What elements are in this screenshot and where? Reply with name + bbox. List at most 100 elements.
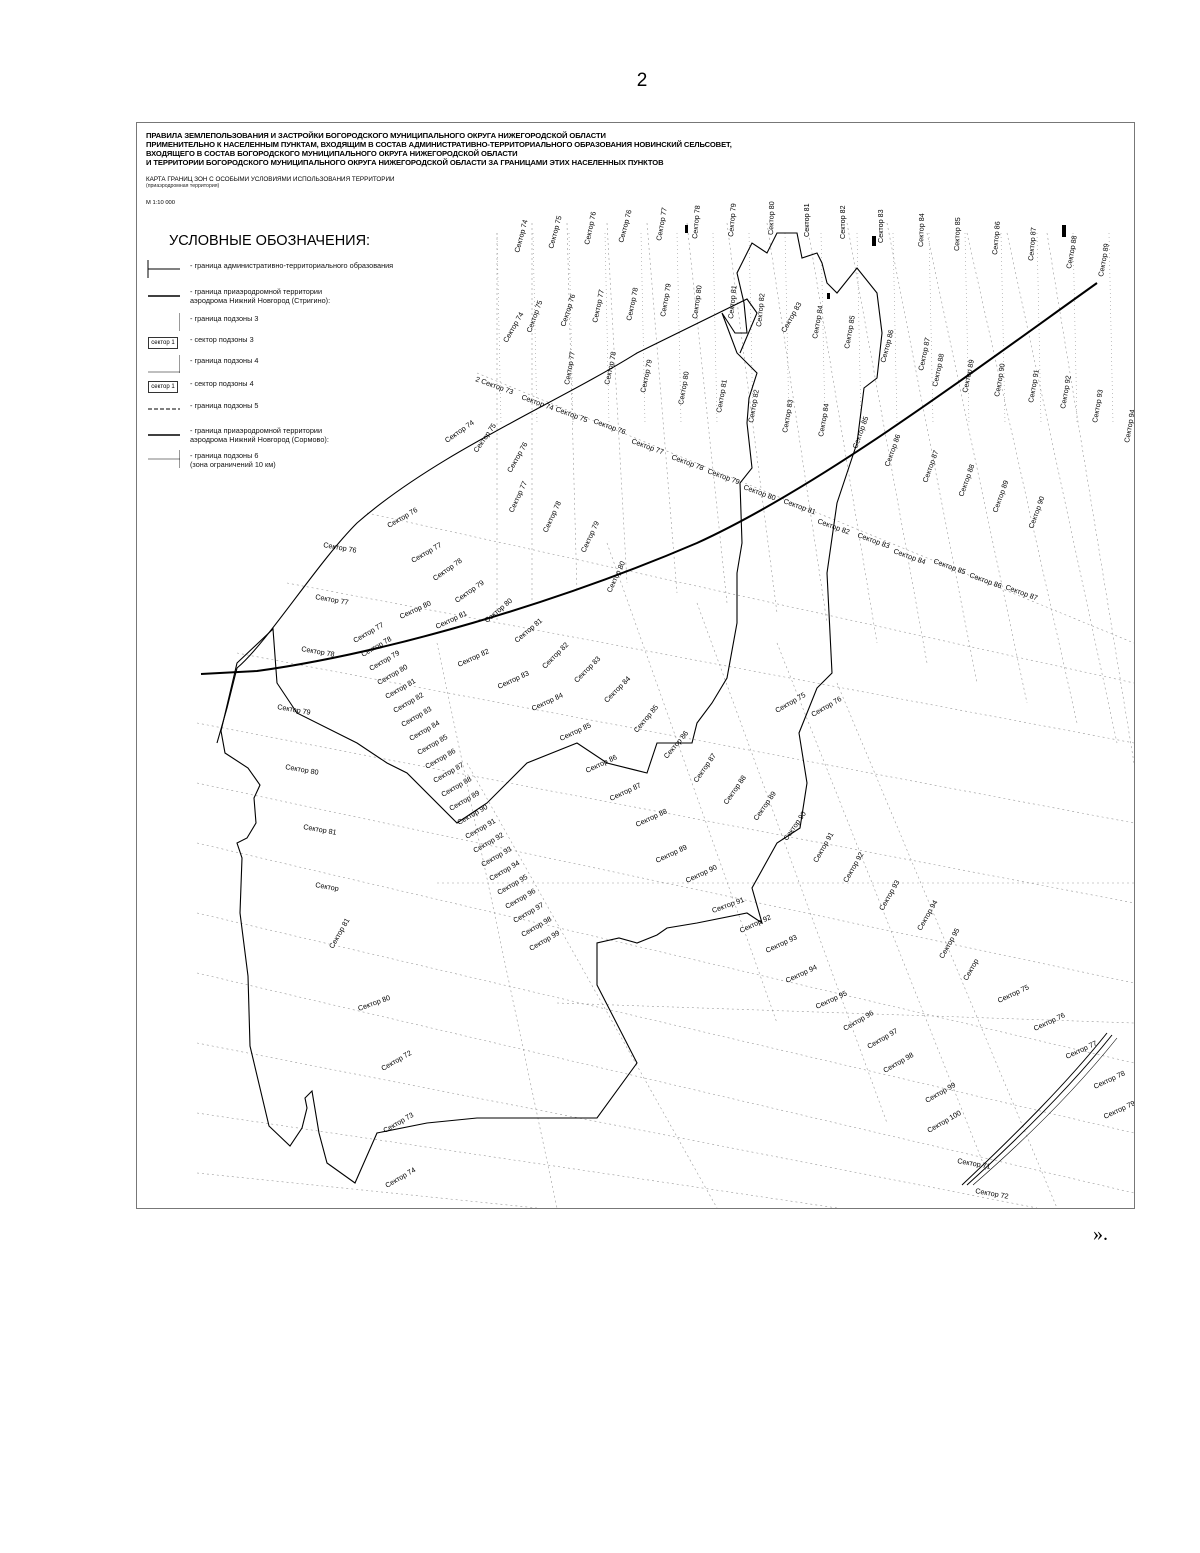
sector-guide-line bbox=[196, 1112, 838, 1208]
sector-label: Сектор 97 bbox=[866, 1026, 900, 1051]
sector-label: Сектор 78 bbox=[602, 351, 618, 386]
page-number: 2 bbox=[636, 70, 648, 91]
sector-label: Сектор 79 bbox=[277, 702, 312, 717]
legend-item-subzone-4-sector: сектор 1 - сектор подзоны 4 bbox=[146, 378, 476, 398]
legend-item-subzone-3-sector: сектор 1 - сектор подзоны 3 bbox=[146, 334, 476, 354]
sector-label: Сектор 88 bbox=[956, 463, 976, 498]
dashed-line-symbol-icon bbox=[148, 408, 180, 410]
sector-label: Сектор 80 bbox=[483, 596, 515, 625]
sector-label: Сектор 89 bbox=[960, 359, 976, 394]
thick-line-symbol-icon bbox=[148, 295, 180, 297]
sector-label: Сектор 77 bbox=[315, 592, 350, 607]
legend-text: - граница подзоны 4 bbox=[190, 356, 259, 365]
legend-text: - сектор подзоны 3 bbox=[190, 335, 254, 344]
legend-item-subzone-5-border: - граница подзоны 5 bbox=[146, 400, 476, 420]
sector-guide-line bbox=[640, 232, 646, 424]
sector-label: Сектор 80 bbox=[766, 201, 776, 235]
sector-label: Сектор 85 bbox=[842, 315, 857, 350]
sector-label: Сектор 94 bbox=[1122, 409, 1134, 444]
thin-bar-symbol-icon bbox=[148, 355, 180, 373]
sector-label: Сектор 76 bbox=[505, 440, 530, 474]
sector-label: Сектор 74 bbox=[512, 219, 529, 254]
sector-label: Сектор 84 bbox=[810, 305, 825, 340]
sector-label: Сектор 87 bbox=[916, 337, 932, 372]
sector-label: Сектор 76 bbox=[616, 209, 633, 244]
sector-guide-line bbox=[286, 582, 1134, 744]
sector-label: Сектор 85 bbox=[558, 720, 592, 742]
legend-text: - сектор подзоны 4 bbox=[190, 379, 254, 388]
sector-guide-line bbox=[606, 222, 628, 584]
sector-label: Сектор 86 bbox=[584, 752, 618, 774]
thin-bar-symbol-icon bbox=[148, 450, 180, 468]
sector-label: Сектор 76 bbox=[323, 540, 358, 555]
sector-label: Сектор 72 bbox=[975, 1186, 1010, 1201]
sector-guide-line bbox=[556, 1002, 1134, 1024]
border-marker bbox=[827, 293, 830, 299]
sector-label: Сектор 78 bbox=[541, 500, 563, 534]
sector-label: Сектор 90 bbox=[992, 363, 1007, 398]
sector-label: Сектор 79 bbox=[579, 520, 601, 554]
sector-guide-line bbox=[466, 762, 718, 1208]
legend-text: - граница административно-территориально… bbox=[190, 261, 394, 270]
sector-label: Сектор 85 bbox=[632, 703, 661, 735]
sector-label: Сектор 92 bbox=[738, 912, 772, 934]
sector-label: Сектор 82 bbox=[838, 205, 847, 239]
sector-label: Сектор 81 bbox=[802, 203, 811, 237]
sector-label: Сектор 75 bbox=[546, 215, 563, 250]
sector-label: Сектор 89 bbox=[990, 479, 1010, 514]
sector-label: Сектор 88 bbox=[930, 353, 946, 388]
thick-line-symbol-icon bbox=[148, 434, 180, 436]
sector-label: Сектор 81 bbox=[782, 496, 817, 516]
sector-label: Сектор 75 bbox=[554, 404, 589, 424]
sector-label: Сектор 79 bbox=[658, 283, 673, 318]
sector-label: Сектор 83 bbox=[572, 654, 602, 684]
sector-label: Сектор 91 bbox=[811, 830, 836, 864]
sector-label: Сектор 74 bbox=[520, 392, 555, 412]
sector-label: Сектор 81 bbox=[726, 285, 738, 319]
sector-guide-line bbox=[496, 232, 502, 424]
sector-label: Сектор 72 bbox=[380, 1048, 414, 1073]
map-subtitle-note: (приаэродромная территория) bbox=[146, 183, 220, 189]
sector-guide-line bbox=[892, 232, 898, 424]
sector-guide-line bbox=[966, 232, 1078, 724]
sector-label: Сектор 82 bbox=[456, 646, 490, 668]
sector-guide-line bbox=[726, 222, 778, 614]
sector-label: Сектор 80 bbox=[605, 560, 627, 594]
sector-label: Сектор 78 bbox=[431, 556, 464, 583]
admin-boundary-line bbox=[220, 232, 883, 1184]
sector-label: Сектор 90 bbox=[781, 809, 808, 842]
sector-guide-line bbox=[196, 972, 1134, 1194]
sector-guide-line bbox=[964, 232, 970, 424]
sector-label: Сектор 87 bbox=[608, 780, 642, 802]
sector-box-label: сектор 1 bbox=[148, 381, 178, 393]
sector-label: Сектор 83 bbox=[780, 399, 795, 434]
sector-label: Сектор 84 bbox=[602, 674, 632, 704]
airfield-boundary-line bbox=[216, 298, 758, 744]
sector-label: Сектор 87 bbox=[1004, 582, 1039, 602]
sector-guide-line bbox=[686, 222, 728, 604]
sector-label: Сектор 76 bbox=[810, 694, 844, 719]
sector-label: Сектор 77 bbox=[590, 289, 606, 324]
sector-guide-line bbox=[196, 722, 1134, 904]
sector-guide-line bbox=[604, 232, 610, 424]
sector-label: Сектор 87 bbox=[920, 449, 940, 484]
legend-item-subzone-6-border: - граница подзоны 6(зона ограничений 10 … bbox=[146, 450, 476, 470]
sector-guide-line bbox=[928, 232, 934, 424]
border-marker bbox=[685, 225, 688, 233]
sector-label: Сектор 79 bbox=[726, 203, 738, 237]
sector-label: Сектор 93 bbox=[764, 932, 798, 954]
sector-guide-line bbox=[196, 1042, 1038, 1208]
sector-guide-line bbox=[696, 602, 888, 1124]
legend-text: - граница подзоны 6 bbox=[190, 451, 259, 460]
sector-label: Сектор 78 bbox=[670, 452, 705, 472]
sector-guide-line bbox=[1046, 232, 1134, 764]
sector-label: Сектор 95 bbox=[937, 926, 962, 960]
sector-label: Сектор 79 bbox=[706, 466, 741, 486]
sector-label: Сектор 76 bbox=[558, 293, 577, 328]
sector-guide-line bbox=[646, 222, 678, 594]
sector-label: Сектор 86 bbox=[662, 729, 691, 761]
sector-label: Сектор 84 bbox=[892, 546, 927, 566]
sector-label: Сектор 80 bbox=[742, 482, 777, 502]
subzone-6-arc bbox=[972, 1037, 1118, 1186]
legend-text: аэродрома Нижний Новгород (Сормово): bbox=[190, 434, 329, 444]
